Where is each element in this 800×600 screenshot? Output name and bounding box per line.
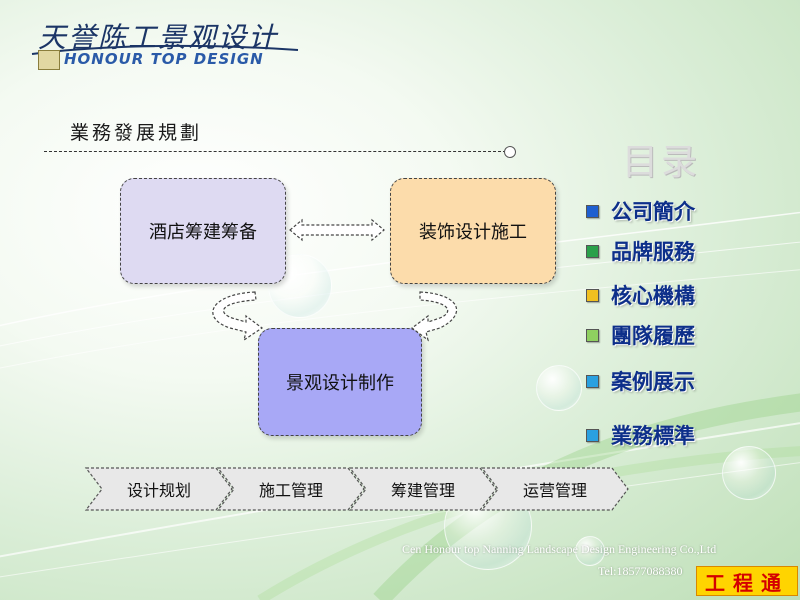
decoration-construction-box: 装饰设计施工 [390,178,556,284]
toc-item-label: 業務標準 [611,423,695,448]
toc-item-brand-service[interactable]: 品牌服務 [586,236,695,266]
curved-arrow-right [411,291,458,342]
toc-item-label: 案例展示 [611,369,695,394]
logo-seal-icon [38,50,60,70]
process-stages: 设计规划 施工管理 筹建管理 运营管理 [84,466,644,514]
stage-label: 设计规划 [126,481,191,500]
landscape-design-box: 景观设计制作 [258,328,422,436]
stage-label: 运营管理 [522,481,587,500]
logo-english-text: HONOUR TOP DESIGN [64,50,264,68]
decorative-bubble [575,536,605,566]
company-logo: 天誉陈工景观设计 HONOUR TOP DESIGN [30,16,299,72]
stage-chevron: 运营管理 [480,466,630,512]
toc-item-team-resume[interactable]: 團隊履歷 [586,320,695,350]
toc-item-label: 公司簡介 [611,199,695,224]
toc-item-company-intro[interactable]: 公司簡介 [586,196,695,226]
square-bullet-icon [586,288,599,302]
decoration-construction-label: 装饰设计施工 [419,222,527,243]
toc-title: 目录 [622,142,701,183]
decorative-bubble [722,446,776,500]
hotel-preparation-box: 酒店筹建筹备 [120,178,286,284]
divider-end-circle [504,146,516,158]
footer-company-name: Cen Honour top Nanning Landscape Design … [402,542,717,556]
square-bullet-icon [586,204,599,218]
toc-item-case-showcase[interactable]: 案例展示 [586,366,695,396]
stage-chevron: 筹建管理 [348,466,498,512]
square-bullet-icon [586,374,599,388]
stage-label: 施工管理 [258,481,323,500]
toc-item-label: 團隊履歷 [611,323,695,348]
stage-chevron: 施工管理 [216,466,366,512]
double-arrow-connector [289,218,385,242]
logo-swoosh-icon [31,44,299,55]
toc-item-core-structure[interactable]: 核心機構 [586,280,695,310]
stage-label: 筹建管理 [390,481,455,500]
watermark-badge: 工程通 [696,566,798,596]
section-heading: 業務發展規劃 [70,122,203,144]
toc-item-label: 核心機構 [611,283,695,308]
square-bullet-icon [586,328,599,342]
curved-arrow-left [212,291,264,342]
toc-item-business-standard[interactable]: 業務標準 [586,420,695,450]
square-bullet-icon [586,244,599,258]
decorative-bubble [536,365,582,411]
toc-item-label: 品牌服務 [611,239,695,264]
stage-chevron: 设计规划 [84,466,234,512]
landscape-design-label: 景观设计制作 [286,373,394,394]
square-bullet-icon [586,428,599,442]
heading-divider [44,151,506,152]
hotel-preparation-label: 酒店筹建筹备 [149,222,257,243]
footer-telephone: Tel:18577088380 [598,564,683,578]
